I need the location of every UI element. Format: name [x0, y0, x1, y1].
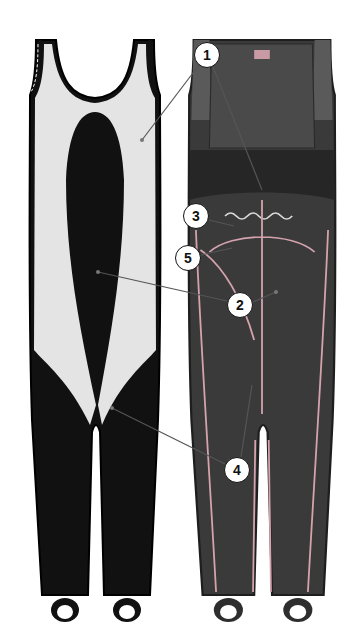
- callout-number: 3: [183, 203, 209, 229]
- leader-line: [98, 272, 227, 301]
- back-silhouette: [189, 40, 336, 595]
- front-strap-stitch: [31, 44, 38, 92]
- callout-number: 5: [175, 245, 201, 271]
- front-side-panels: [34, 44, 156, 425]
- back-waistband: [189, 150, 335, 200]
- front-bib-tights: [30, 40, 161, 622]
- leader-line: [253, 292, 276, 302]
- callout-number: 2: [227, 292, 253, 318]
- back-logo: [225, 213, 292, 219]
- leader-line: [241, 385, 252, 457]
- back-piping: [196, 200, 328, 592]
- leader-line: [213, 67, 262, 190]
- leader-line: [142, 65, 199, 140]
- leader-line: [209, 220, 234, 226]
- front-silhouette: [30, 40, 161, 595]
- leader-line: [112, 408, 225, 464]
- back-brand-tag: [254, 50, 270, 59]
- leader-line: [201, 248, 232, 255]
- back-bib-tights: [189, 40, 336, 622]
- front-strap-trim: [32, 40, 158, 96]
- callout-number: 1: [194, 42, 220, 68]
- leader-lines: [98, 65, 276, 464]
- callout-number: 4: [224, 457, 250, 483]
